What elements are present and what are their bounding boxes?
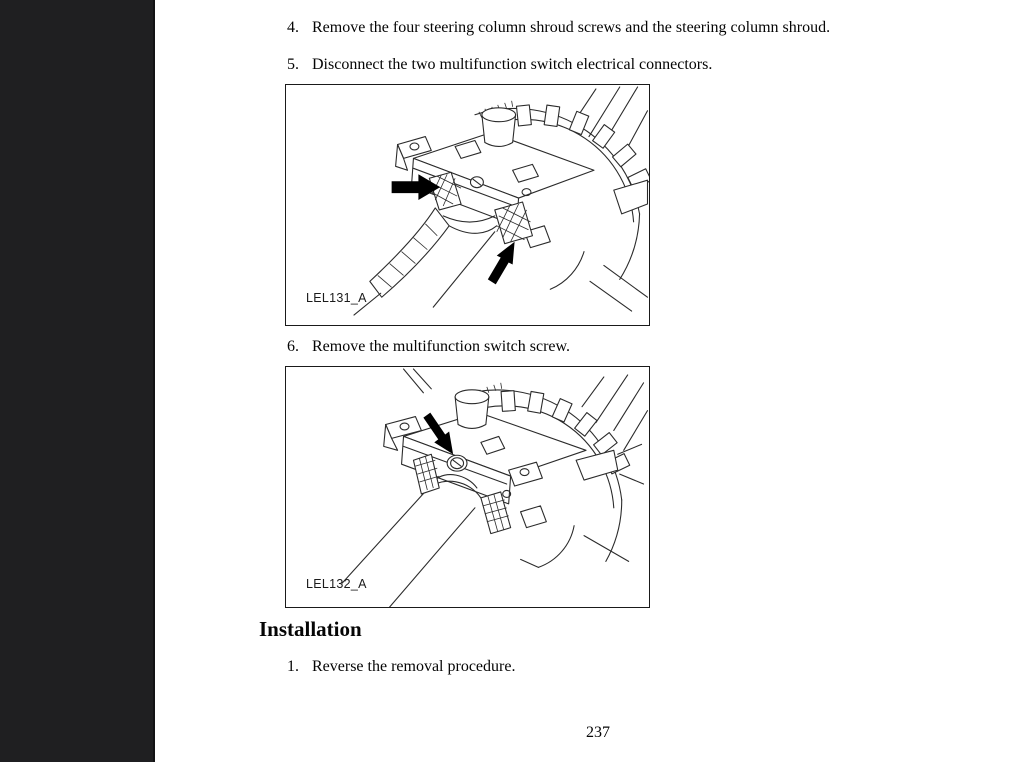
removal-step-5: 5. Disconnect the two multifunction switc… xyxy=(287,56,712,74)
step-number: 4. xyxy=(287,19,299,36)
housing-tab xyxy=(613,179,649,215)
figure-label: LEL132_A xyxy=(306,577,367,591)
housing-tab xyxy=(575,449,619,481)
wiring-harness xyxy=(369,207,450,298)
leader-line xyxy=(353,292,382,316)
page-number: 237 xyxy=(586,724,610,741)
removal-step-4: 4. Remove the four steering column shroud… xyxy=(287,19,830,37)
connector-center xyxy=(494,201,534,245)
figure-1-illustration xyxy=(353,86,649,316)
switch-stalk xyxy=(454,396,490,430)
removal-step-6: 6. Remove the multifunction switch screw. xyxy=(287,338,570,356)
leader-line xyxy=(432,231,496,308)
connector-center xyxy=(480,491,512,535)
step-text: Remove the multifunction switch screw. xyxy=(312,338,571,355)
connector-left xyxy=(412,453,440,495)
figure-switch-screw: LEL132_A xyxy=(285,366,650,608)
figure-connectors: LEL131_A xyxy=(285,84,650,326)
installation-step-1: 1. Reverse the removal procedure. xyxy=(287,658,515,676)
figure-label: LEL131_A xyxy=(306,291,367,305)
step-number: 6. xyxy=(287,338,299,355)
step-text: Reverse the removal procedure. xyxy=(312,658,516,675)
step-number: 5. xyxy=(287,56,299,73)
step-text: Disconnect the two multifunction switch … xyxy=(312,56,713,73)
switch-stalk xyxy=(481,114,517,148)
dark-side-panel xyxy=(0,0,155,762)
installation-heading: Installation xyxy=(259,617,362,641)
step-number: 1. xyxy=(287,658,299,675)
column-shaft xyxy=(342,486,475,607)
callout-arrow-lower-icon xyxy=(487,241,515,285)
callout-arrow-icon xyxy=(423,412,454,455)
figure-2-illustration xyxy=(341,368,649,607)
step-text: Remove the four steering column shroud s… xyxy=(312,19,831,36)
callout-arrow-left-icon xyxy=(391,174,441,201)
ring-slots xyxy=(500,390,631,475)
ring-slots xyxy=(515,104,649,190)
connector-left xyxy=(428,171,462,211)
